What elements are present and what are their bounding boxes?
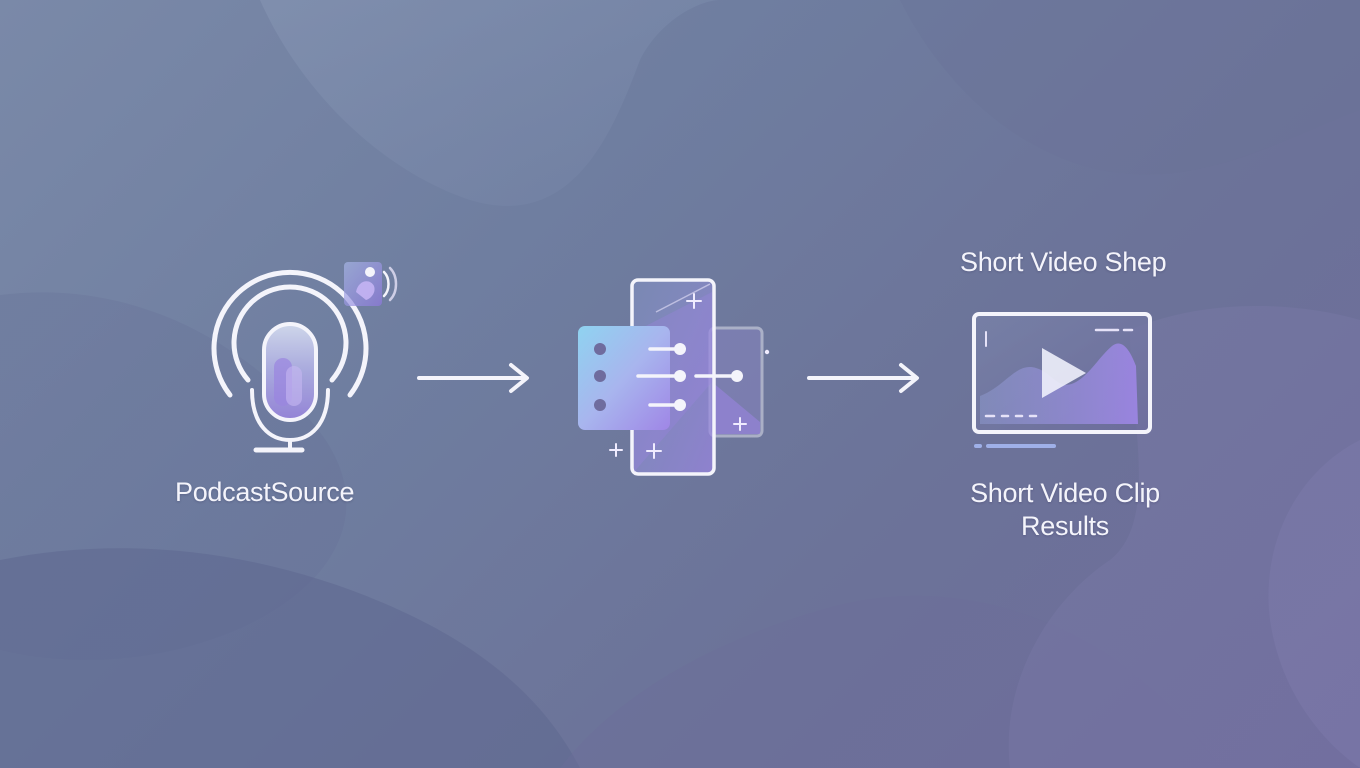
source-label: PodcastSource	[175, 477, 355, 507]
microphone-icon	[211, 269, 369, 453]
flow-arrow-2	[807, 363, 919, 393]
audio-wave-icon	[344, 262, 398, 306]
result-header: Short Video Shep	[960, 247, 1167, 277]
flow-arrow-1	[417, 363, 529, 393]
layered-cards-icon	[578, 278, 770, 476]
video-player-icon	[972, 312, 1152, 448]
result-label: Short Video Clip Results	[970, 478, 1160, 541]
